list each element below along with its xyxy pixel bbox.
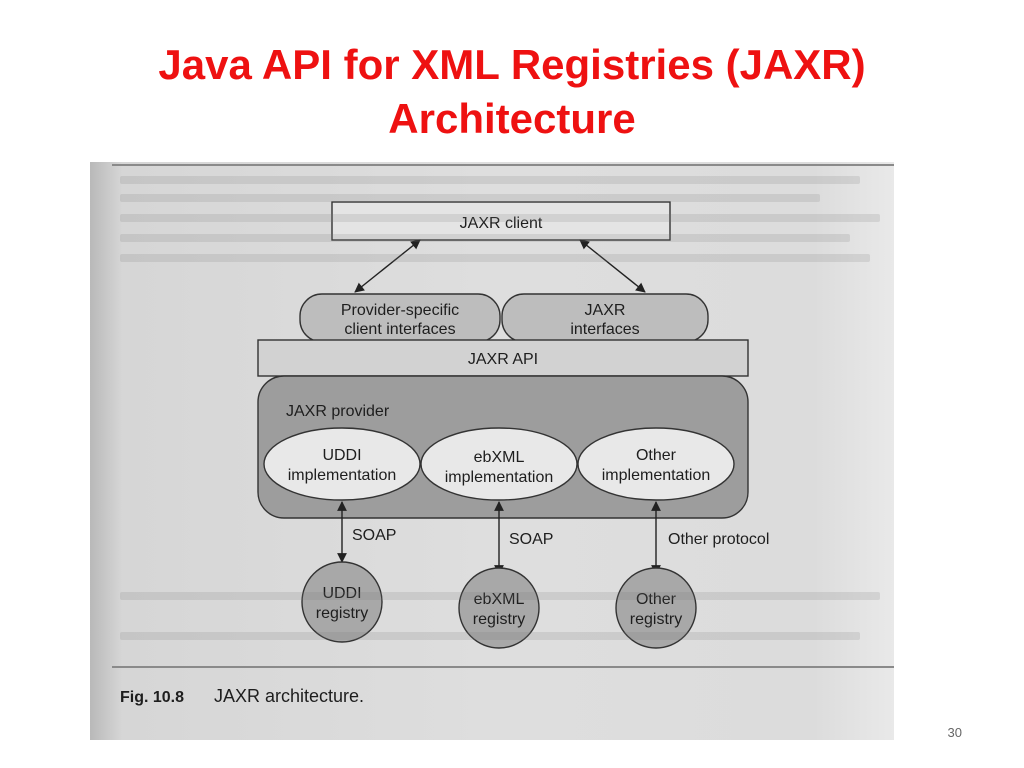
background-text-line bbox=[120, 194, 820, 202]
other-protocol-label: Other protocol bbox=[668, 531, 769, 548]
jaxr-interfaces-label-1: JAXR bbox=[585, 302, 626, 319]
jaxr-client-box bbox=[331, 201, 671, 241]
ebxml-registry-label-1: ebXML bbox=[474, 591, 525, 608]
jaxr-interfaces-label-2: interfaces bbox=[570, 321, 639, 338]
other-implementation-label-2: implementation bbox=[602, 467, 711, 484]
other-registry-label-1: Other bbox=[636, 591, 677, 608]
top-rule bbox=[112, 164, 894, 166]
uddi-registry-label-1: UDDI bbox=[322, 585, 361, 602]
background-text-line bbox=[120, 592, 880, 600]
jaxr-provider-label: JAXR provider bbox=[286, 403, 390, 420]
provider-specific-label-2: client interfaces bbox=[344, 321, 455, 338]
client-to-jaxr-interfaces-arrow bbox=[579, 239, 646, 293]
slide-title-line-1: Java API for XML Registries (JAXR) bbox=[158, 41, 866, 88]
background-text-line bbox=[120, 234, 850, 242]
soap-label-1: SOAP bbox=[352, 527, 396, 544]
uddi-implementation-ellipse bbox=[263, 427, 421, 501]
background-text-line bbox=[120, 214, 880, 222]
slide-title-line-2: Architecture bbox=[388, 95, 636, 142]
slide-title: Java API for XML Registries (JAXR) Archi… bbox=[0, 38, 1024, 146]
soap-label-2: SOAP bbox=[509, 531, 553, 548]
jaxr-architecture-diagram: JAXR client Provider-specific client int… bbox=[120, 201, 769, 706]
other-registry-circle bbox=[615, 567, 697, 649]
other-implementation-label-1: Other bbox=[636, 447, 677, 464]
ebxml-registry-label-2: registry bbox=[473, 611, 525, 628]
ebxml-registry-circle bbox=[458, 567, 540, 649]
ebxml-implementation-ellipse bbox=[420, 427, 578, 501]
background-text-line bbox=[120, 254, 870, 262]
scanned-figure: JAXR client Provider-specific client int… bbox=[90, 162, 894, 740]
background-text-line bbox=[120, 176, 860, 184]
other-registry-label-2: registry bbox=[630, 611, 682, 628]
jaxr-api-box bbox=[257, 339, 749, 377]
other-implementation-ellipse bbox=[577, 427, 735, 501]
provider-specific-label-1: Provider-specific bbox=[341, 302, 459, 319]
bottom-rule bbox=[112, 666, 894, 668]
page-number: 30 bbox=[947, 725, 962, 740]
background-text-line bbox=[120, 632, 860, 640]
uddi-registry-circle bbox=[301, 561, 383, 643]
uddi-registry-label-2: registry bbox=[316, 605, 368, 622]
jaxr-client-label: JAXR client bbox=[460, 215, 543, 232]
figure-caption: JAXR architecture. bbox=[214, 686, 364, 706]
client-to-provider-specific-arrow bbox=[354, 239, 421, 293]
ebxml-implementation-label-2: implementation bbox=[445, 469, 554, 486]
ebxml-implementation-label-1: ebXML bbox=[474, 449, 525, 466]
jaxr-api-label: JAXR API bbox=[468, 351, 538, 368]
uddi-implementation-label-1: UDDI bbox=[322, 447, 361, 464]
uddi-implementation-label-2: implementation bbox=[288, 467, 397, 484]
figure-number: Fig. 10.8 bbox=[120, 689, 184, 706]
